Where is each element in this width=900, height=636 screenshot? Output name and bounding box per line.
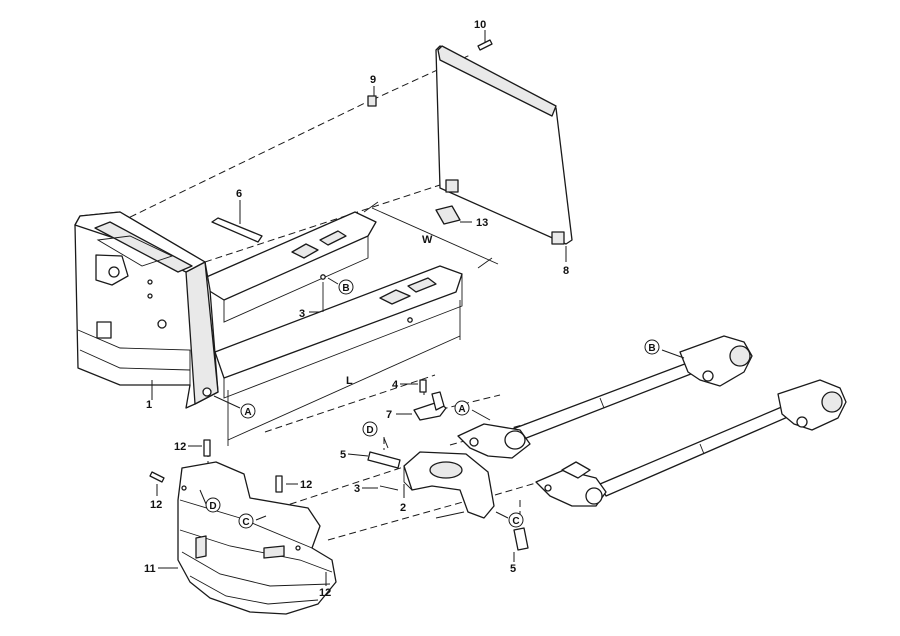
part-number-labels: 10 9 6 13 8 3 1 4 7 5 3 2 12 12 12 12 11… (144, 19, 569, 599)
svg-text:A: A (244, 407, 251, 418)
part-label-2: 2 (400, 502, 406, 514)
part-label-3-upper: 3 (299, 308, 305, 320)
callout-b-upper: B (338, 279, 354, 295)
part-label-11: 11 (144, 563, 156, 575)
part-label-13: 13 (476, 217, 488, 229)
callout-d-cover: D (205, 497, 221, 513)
part-label-6: 6 (236, 188, 242, 200)
dimension-label-length: L (346, 375, 353, 387)
part-label-12-left: 12 (150, 499, 162, 511)
callout-b-linkage: B (644, 339, 660, 355)
part-label-12-top: 12 (174, 441, 186, 453)
part-label-4: 4 (392, 379, 399, 391)
backrest-plate (435, 45, 573, 245)
part-label-9: 9 (370, 74, 376, 86)
part-label-12-right: 12 (300, 479, 312, 491)
callout-a-linkage: A (454, 400, 470, 416)
part-label-5-right: 5 (510, 563, 516, 575)
part-label-7: 7 (386, 409, 392, 421)
callout-markers: B A A B D D C C (205, 279, 660, 529)
dimension-labels: W L (346, 234, 433, 387)
svg-text:D: D (366, 425, 373, 436)
cover-part (177, 461, 337, 615)
svg-text:D: D (209, 501, 216, 512)
part-label-12-bottom: 12 (319, 587, 331, 599)
pull-rod-assemblies (457, 335, 847, 507)
dimension-label-width: W (422, 234, 433, 246)
callout-c-pin: C (508, 512, 524, 528)
callout-d-pin: D (362, 421, 378, 437)
yoke-part (403, 451, 495, 519)
part-label-1: 1 (146, 399, 152, 411)
dimension-lines (227, 201, 499, 446)
callout-a-chassis: A (240, 403, 256, 419)
leader-lines (151, 30, 685, 586)
part-label-5-left: 5 (340, 449, 346, 461)
callout-c-cover: C (238, 513, 254, 529)
chassis-frame (74, 211, 463, 409)
part-label-10: 10 (474, 19, 486, 31)
part-label-3-lower: 3 (354, 483, 360, 495)
svg-text:B: B (342, 283, 349, 294)
svg-text:C: C (512, 516, 519, 527)
svg-text:C: C (242, 517, 249, 528)
part-label-8: 8 (563, 265, 569, 277)
svg-text:B: B (648, 343, 655, 354)
svg-text:A: A (458, 404, 465, 415)
